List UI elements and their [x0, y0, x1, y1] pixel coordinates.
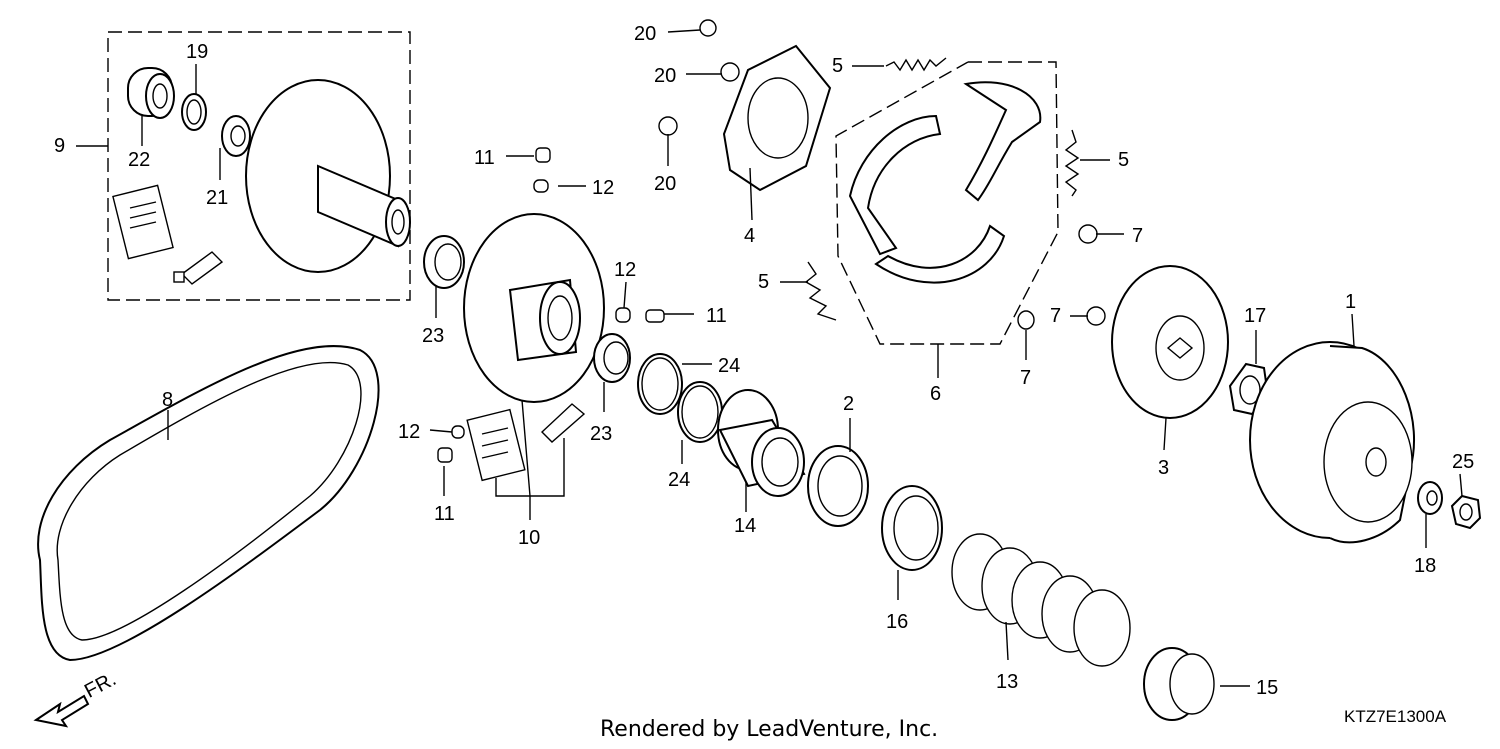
- callout-8: 8: [162, 389, 173, 411]
- callout-9: 9: [54, 135, 65, 157]
- part-8-drive-belt[interactable]: [37, 345, 380, 662]
- part-15-seat-collar[interactable]: [1143, 647, 1215, 721]
- part-7-nut-mid[interactable]: [1086, 306, 1106, 326]
- part-5-spring-left[interactable]: [804, 261, 837, 321]
- clutch-shoe-bottom[interactable]: [874, 224, 1006, 284]
- part-12-guide-roller-mid[interactable]: [615, 307, 631, 323]
- grease-tube-icon-2: [540, 403, 586, 443]
- part-11-guide-pin-mid[interactable]: [645, 309, 665, 323]
- driven-face-outer[interactable]: [245, 79, 411, 273]
- part-19-circlip[interactable]: [181, 93, 207, 131]
- callout-20-low: 20: [654, 173, 676, 195]
- callout-3: 3: [1158, 457, 1169, 479]
- part-3-drive-plate[interactable]: [1111, 265, 1229, 419]
- callout-2: 2: [843, 393, 854, 415]
- callout-7-low: 7: [1020, 367, 1031, 389]
- callout-22: 22: [128, 149, 150, 171]
- callout-16: 16: [886, 611, 908, 633]
- part-2-washer[interactable]: [807, 445, 869, 527]
- part-20-nut-mid[interactable]: [720, 62, 740, 82]
- callout-23-upper: 23: [422, 325, 444, 347]
- rendered-by-credit: Rendered by LeadVenture, Inc.: [600, 717, 938, 742]
- part-18-washer[interactable]: [1417, 481, 1443, 515]
- diagram-code: KTZ7E1300A: [1344, 707, 1447, 726]
- callout-14: 14: [734, 515, 756, 537]
- part-1-clutch-outer[interactable]: [1249, 341, 1415, 544]
- callout-12-low: 12: [398, 421, 420, 443]
- grease-label-icon-2: [466, 408, 526, 482]
- part-20-nut-low[interactable]: [658, 116, 678, 136]
- part-9-group-box: [107, 31, 411, 301]
- callout-18: 18: [1414, 555, 1436, 577]
- part-23-oil-seal-lower[interactable]: [593, 333, 631, 383]
- part-11-guide-pin-lower[interactable]: [437, 447, 453, 463]
- callout-7-right: 7: [1132, 225, 1143, 247]
- part-7-nut-right[interactable]: [1078, 224, 1098, 244]
- callout-4: 4: [744, 225, 755, 247]
- grease-label-icon: [112, 184, 174, 260]
- part-12-guide-roller-upper[interactable]: [533, 179, 549, 193]
- clutch-shoe-left[interactable]: [848, 114, 942, 256]
- part-13-driven-spring[interactable]: [951, 533, 1131, 667]
- callout-6: 6: [930, 383, 941, 405]
- part-24-o-ring-upper[interactable]: [637, 353, 683, 415]
- callout-23-lower: 23: [590, 423, 612, 445]
- movable-driven-face[interactable]: [463, 213, 605, 403]
- part-22-needle-bearing[interactable]: [127, 67, 175, 119]
- front-direction-label: FR.: [81, 668, 120, 703]
- clutch-shoe-right[interactable]: [963, 81, 1042, 202]
- part-5-spring-right[interactable]: [1064, 129, 1080, 197]
- leader-lines: [76, 29, 1463, 687]
- part-24-o-ring-lower[interactable]: [677, 381, 723, 443]
- callout-17: 17: [1244, 305, 1266, 327]
- callout-24-lower: 24: [668, 469, 690, 491]
- callout-15: 15: [1256, 677, 1278, 699]
- callout-1: 1: [1345, 291, 1356, 313]
- part-12-guide-roller-lower[interactable]: [451, 425, 465, 439]
- callout-12-mid: 12: [614, 259, 636, 281]
- callout-20-top: 20: [634, 23, 656, 45]
- part-21-bearing[interactable]: [221, 115, 251, 157]
- part-16-spring-seat[interactable]: [881, 485, 943, 571]
- callout-19: 19: [186, 41, 208, 63]
- part-25-nut[interactable]: [1450, 494, 1482, 530]
- part-23-oil-seal-upper[interactable]: [423, 235, 465, 289]
- part-14-collar[interactable]: [717, 389, 806, 497]
- callout-5-right: 5: [1118, 149, 1129, 171]
- callout-11-top: 11: [474, 147, 495, 169]
- callout-11-mid: 11: [706, 305, 727, 327]
- part-4-plate[interactable]: [722, 44, 832, 192]
- part-11-guide-pin-upper[interactable]: [535, 147, 551, 163]
- callout-12-top: 12: [592, 177, 614, 199]
- callout-25: 25: [1452, 451, 1474, 473]
- callout-24-upper: 24: [718, 355, 740, 377]
- callout-5-left: 5: [758, 271, 769, 293]
- grease-tube-icon: [173, 251, 224, 285]
- part-20-nut-top[interactable]: [699, 19, 717, 37]
- front-direction-arrow-icon: [33, 694, 90, 728]
- callout-21: 21: [206, 187, 228, 209]
- callout-7-mid: 7: [1050, 305, 1061, 327]
- part-6-clutch-shoe-group: [835, 61, 1059, 345]
- callout-20-mid: 20: [654, 65, 676, 87]
- callout-10: 10: [518, 527, 540, 549]
- part-7-nut-low[interactable]: [1017, 310, 1035, 330]
- part-5-spring-top[interactable]: [885, 57, 947, 72]
- callout-5-top: 5: [832, 55, 843, 77]
- callout-11-low: 11: [434, 503, 455, 525]
- callout-13: 13: [996, 671, 1018, 693]
